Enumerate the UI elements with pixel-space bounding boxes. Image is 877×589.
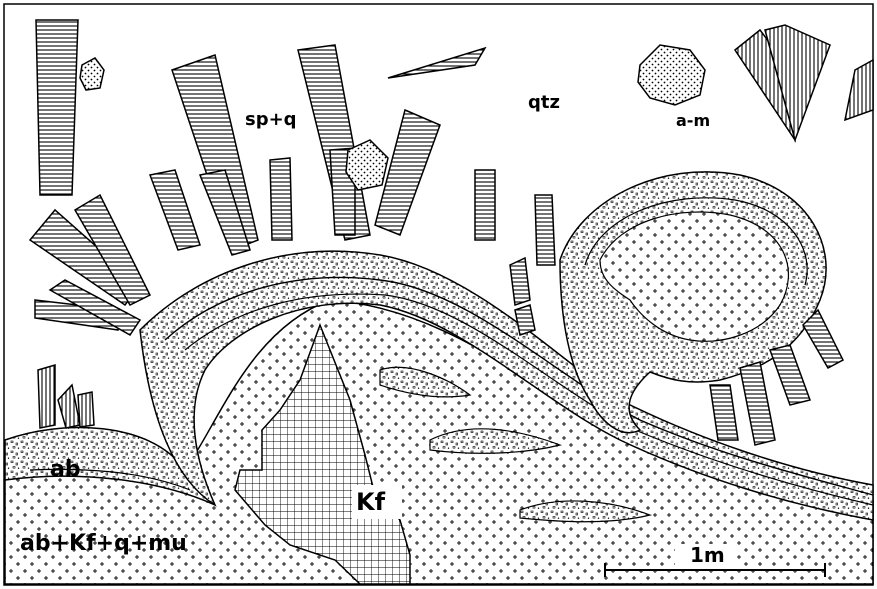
label-ab-kf-q-mu: ab+Kf+q+mu: [20, 531, 187, 556]
label-a-m: a-m: [676, 111, 710, 130]
label-qtz: qtz: [528, 92, 560, 113]
label-ab: ab: [50, 457, 81, 482]
scale-bar-label: 1m: [690, 543, 725, 567]
label-kf: Kf: [356, 488, 386, 516]
label-sp-q: sp+q: [245, 109, 297, 130]
